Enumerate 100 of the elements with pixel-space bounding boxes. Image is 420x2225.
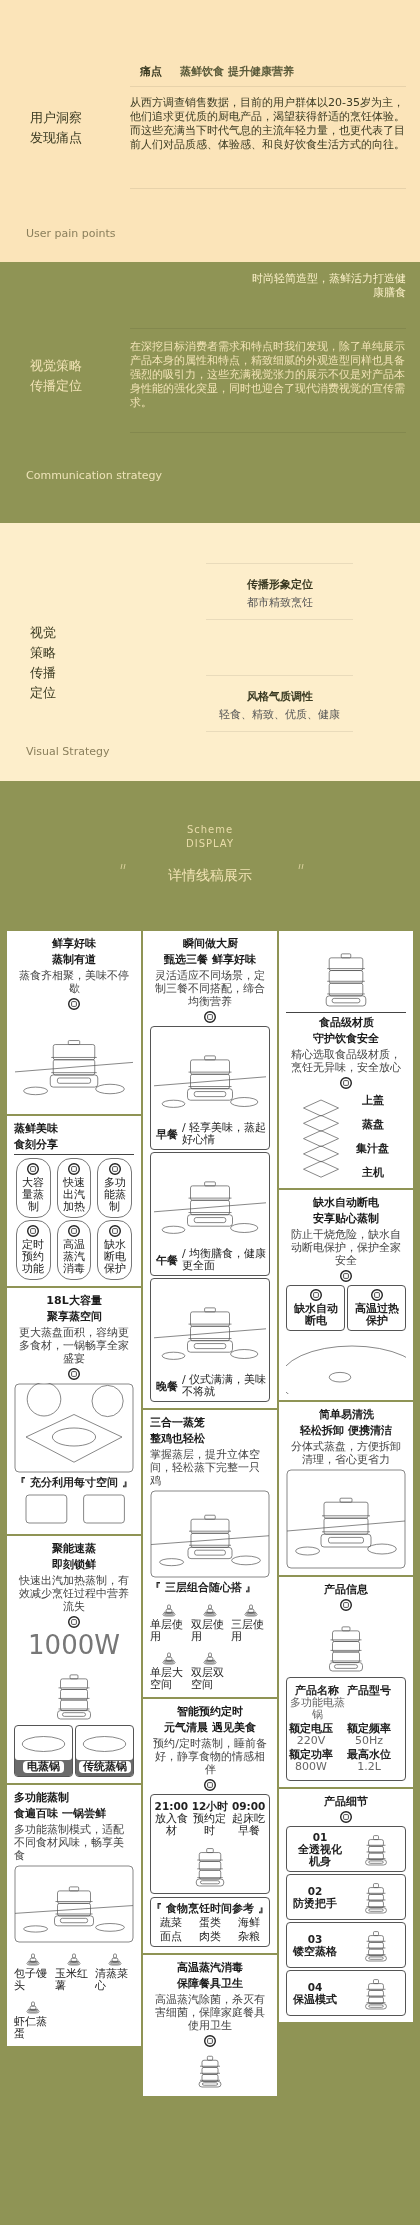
subtitle-text: 灵活适应不同场景，定制三餐不同搭配，缔合均衡营养 bbox=[154, 969, 266, 1008]
cream-section bbox=[0, 0, 420, 262]
heading-text: 保障餐具卫生 bbox=[177, 1977, 243, 1990]
poster-panel bbox=[279, 931, 413, 1188]
card-label: 快速出汽加热 bbox=[62, 1177, 86, 1213]
spec-label: 产品名称 bbox=[294, 1685, 339, 1697]
section-text: 传播形象定位 bbox=[245, 577, 314, 592]
heading-text: 产品细节 bbox=[324, 1795, 368, 1808]
spec-value: 50Hz bbox=[353, 1735, 384, 1747]
info-card bbox=[286, 1826, 406, 1872]
info-card bbox=[150, 1026, 270, 1150]
heading-text: 元气清晨 遇见美食 bbox=[164, 1721, 256, 1734]
spec-value: 多功能电蒸锅 bbox=[289, 1697, 345, 1721]
part-label: 蒸盘 bbox=[360, 1119, 385, 1131]
section-text: User pain points bbox=[26, 227, 117, 240]
spec-label: 额定电压 bbox=[289, 1723, 333, 1735]
heading-text: 蒸制有道 bbox=[52, 953, 96, 966]
poster-panel bbox=[279, 1789, 413, 2022]
poster-panel bbox=[7, 931, 141, 1114]
feature-card bbox=[97, 1158, 132, 1218]
detail-number: 03 bbox=[306, 1932, 324, 1945]
section-text: Scheme DISPLAY bbox=[185, 823, 235, 851]
heading-text: 守护饮食安全 bbox=[313, 1032, 379, 1045]
spec-label: 额定频率 bbox=[347, 1723, 391, 1735]
detail-label: 保温模式 bbox=[293, 1993, 337, 2006]
item-caption: 玉米红薯 bbox=[54, 1968, 89, 1992]
item-caption: 三层使用 bbox=[231, 1619, 266, 1643]
heading-text: 即刻锁鲜 bbox=[52, 1558, 96, 1571]
subtitle-text: 防止干烧危险，缺水自动断电保护，保护全家安全 bbox=[290, 1228, 402, 1267]
card-label: 多功能蒸制 bbox=[102, 1177, 127, 1213]
food-label: 海鲜 bbox=[237, 1916, 260, 1929]
subtitle-text: 预约/定时蒸制，睡前备好，静享食物的情感相伴 bbox=[152, 1737, 268, 1776]
poster-panel bbox=[143, 931, 277, 1408]
part-label: 主机 bbox=[360, 1167, 385, 1179]
cream-section bbox=[0, 523, 420, 781]
section-text: 蒸鲜饮食 提升健康营养 bbox=[180, 64, 295, 79]
poster-panel bbox=[7, 1116, 141, 1286]
section-title: 用户洞察发现痛点 bbox=[30, 109, 83, 147]
part-label: 集汁盘 bbox=[356, 1143, 389, 1155]
feature-card bbox=[16, 1220, 51, 1280]
meal-label: 早餐 bbox=[156, 1127, 178, 1141]
detail-label: 全透视化机身 bbox=[297, 1843, 343, 1868]
detail-label: 镂空蒸格 bbox=[293, 1945, 337, 1958]
heading-text: 缺水自动断电 bbox=[313, 1196, 379, 1209]
heading-text: 食品级材质 bbox=[318, 1016, 374, 1029]
time-label: 21:00 bbox=[153, 1799, 190, 1813]
spec-label: 产品型号 bbox=[347, 1685, 391, 1697]
subtitle-text: 更大蒸盘面积，容纳更多食材，一锅畅享全家盛宴 bbox=[18, 1326, 130, 1365]
heading-text: 高温蒸汽消毒 bbox=[177, 1961, 243, 1974]
section-text: Communication strategy bbox=[26, 469, 164, 482]
meal-label: 晚餐 bbox=[156, 1379, 178, 1393]
poster-panel bbox=[143, 1955, 277, 2096]
spec-value: 220V bbox=[295, 1735, 327, 1747]
heading-text: 简单易清洗 bbox=[318, 1408, 374, 1421]
poster-panel bbox=[143, 1410, 277, 1697]
info-card bbox=[150, 1278, 270, 1402]
wattage-text: 1000W bbox=[28, 1631, 120, 1659]
detail-number: 02 bbox=[306, 1884, 324, 1898]
table-heading: 『 食物烹饪时间参考 』 bbox=[151, 1901, 269, 1915]
poster-panel bbox=[7, 1785, 141, 2046]
subtitle-text: 高温蒸汽除菌，杀灭有害细菌，保障家庭餐具使用卫生 bbox=[154, 1993, 266, 2032]
card-label: 电蒸锅 bbox=[23, 1761, 64, 1773]
item-caption: 包子馒头 bbox=[14, 1968, 48, 1992]
card-label: 缺水自动断电 bbox=[292, 1303, 339, 1327]
poster-panel bbox=[279, 1402, 413, 1575]
card-label: 缺水断电保护 bbox=[102, 1239, 127, 1275]
poster-panel bbox=[279, 1577, 413, 1787]
time-caption: 放入食材 bbox=[153, 1812, 189, 1837]
info-card bbox=[14, 1725, 73, 1777]
food-label: 面点 bbox=[160, 1930, 183, 1943]
section-text: 详情线稿展示 bbox=[167, 867, 253, 885]
item-caption: 虾仁蒸蛋 bbox=[14, 2016, 48, 2040]
food-label: 蔬菜 bbox=[160, 1916, 183, 1929]
info-card bbox=[150, 1897, 270, 1947]
section-text: 从西方调查销售数据，目前的用户群体以20-35岁为主，他们追求更优质的厨电产品，渴望获得舒适的烹饪体验。而这些充满当下时代气息的主流年轻力量，也更代表了目前人们对品质感、体验感、和良好饮食生活方式的向往。 bbox=[130, 96, 406, 152]
meal-caption: / 仪式满满，美味不将就 bbox=[182, 1374, 267, 1398]
section-title: 视觉策略传播定位 bbox=[30, 624, 57, 702]
section-heading: 『 充分利用每寸空间 』 bbox=[15, 1476, 133, 1489]
heading-text: 蒸鲜美味 bbox=[14, 1122, 58, 1135]
heading-text: 聚享蒸空间 bbox=[46, 1310, 102, 1323]
card-label: 高温蒸汽消毒 bbox=[62, 1239, 86, 1275]
card-label: 定时预约功能 bbox=[21, 1239, 46, 1275]
poster-panel bbox=[143, 1699, 277, 1953]
item-caption: 单层大空间 bbox=[150, 1667, 184, 1691]
meal-label: 午餐 bbox=[156, 1253, 178, 1267]
section-text: Visual Strategy bbox=[26, 745, 111, 758]
spec-value: 1.2L bbox=[356, 1761, 382, 1773]
section-text: 痛点 bbox=[140, 64, 163, 79]
section-text: 都市精致烹饪 bbox=[245, 595, 314, 610]
subtitle-text: 精心选取食品级材质，烹饪无异味，安全放心 bbox=[290, 1048, 402, 1074]
meal-caption: / 轻享美味，蒸起好心情 bbox=[182, 1122, 267, 1146]
card-label: 大容量蒸制 bbox=[21, 1177, 46, 1213]
spec-label: 最高水位 bbox=[347, 1749, 391, 1761]
info-card bbox=[75, 1725, 134, 1777]
heading-text: 18L大容量 bbox=[46, 1294, 102, 1307]
item-caption: 双层双空间 bbox=[190, 1667, 225, 1691]
section-text: 在深挖目标消费者需求和特点时我们发现，除了单纯展示产品本身的属性和特点，精致细腻的外观造型同样也具备强烈的吸引力，这些充满视觉张力的展示不仅是对产品本身性能的强化突显，同时也迎合了现代消费视觉的宣传需求。 bbox=[130, 340, 406, 410]
item-caption: 双层使用 bbox=[190, 1619, 225, 1643]
feature-card bbox=[16, 1158, 51, 1218]
olive-section bbox=[0, 781, 420, 2225]
